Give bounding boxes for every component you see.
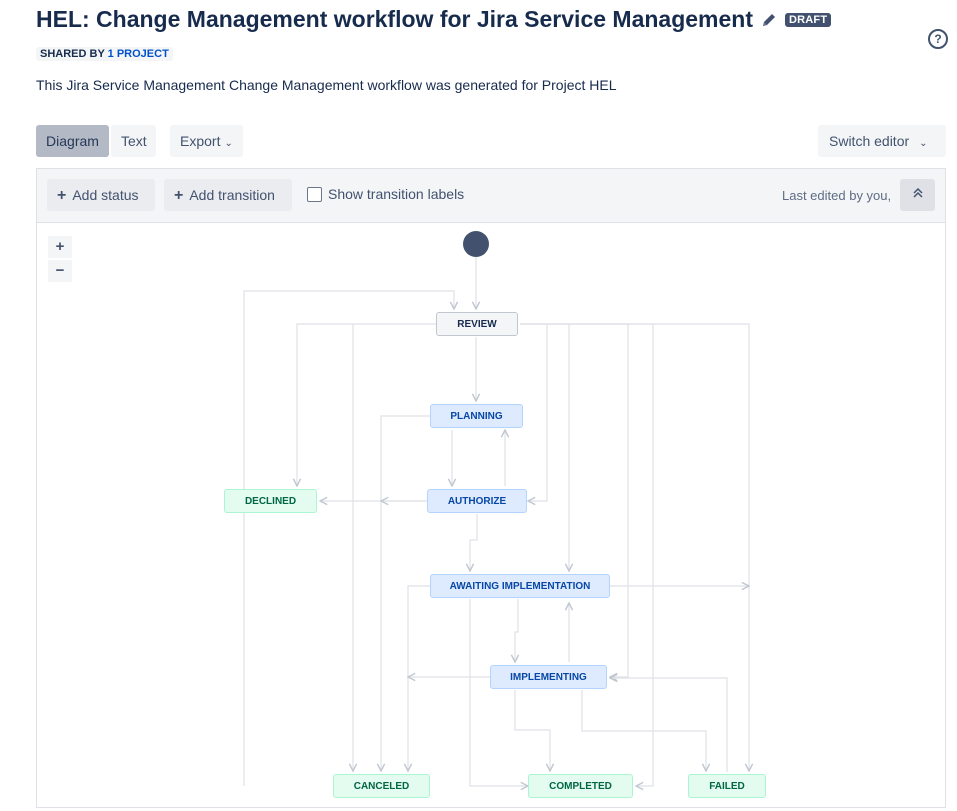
add-status-button[interactable]: + Add status [47, 179, 155, 211]
switch-editor-label: Switch editor [829, 133, 910, 149]
export-label: Export [180, 133, 221, 149]
show-labels-label[interactable]: Show transition labels [328, 186, 465, 202]
chevron-down-icon: ⌄ [224, 138, 233, 149]
export-button[interactable]: Export⌄ [170, 125, 243, 157]
workflow-title: HEL: Change Management workflow for Jira… [36, 6, 753, 32]
workflow-editor-panel: + Add status + Add transition Show transit… [36, 168, 946, 808]
status-implementing[interactable]: IMPLEMENTING [490, 665, 607, 689]
workflow-description: This Jira Service Management Change Mana… [36, 77, 617, 93]
tab-text[interactable]: Text [111, 125, 156, 157]
switch-editor-button[interactable]: Switch editor ⌄ [818, 125, 946, 157]
add-status-label: Add status [72, 187, 139, 203]
status-canceled[interactable]: CANCELED [333, 774, 430, 798]
collapse-toolbar-button[interactable] [900, 179, 935, 211]
show-labels-checkbox[interactable] [307, 187, 322, 202]
start-node-icon [463, 231, 489, 257]
tab-diagram[interactable]: Diagram [36, 125, 109, 157]
status-review[interactable]: REVIEW [436, 312, 518, 336]
editor-toolbar: + Add status + Add transition Show transit… [37, 169, 945, 223]
plus-icon: + [57, 187, 67, 204]
shared-project-link[interactable]: 1 PROJECT [107, 48, 169, 60]
status-completed[interactable]: COMPLETED [528, 774, 633, 798]
chevrons-up-icon [912, 187, 923, 202]
status-planning[interactable]: PLANNING [430, 404, 523, 428]
chevron-down-icon: ⌄ [919, 138, 928, 149]
zoom-out-button[interactable]: − [48, 260, 72, 282]
add-transition-button[interactable]: + Add transition [164, 179, 292, 211]
status-authorize[interactable]: AUTHORIZE [427, 489, 527, 513]
status-awaiting-implementation[interactable]: AWAITING IMPLEMENTATION [430, 574, 610, 598]
draft-badge: DRAFT [785, 12, 832, 27]
plus-icon: + [174, 187, 184, 204]
shared-by-label: SHARED BY 1 PROJECT [36, 47, 173, 61]
shared-prefix: SHARED BY [40, 48, 105, 60]
transition-lines [243, 257, 749, 786]
last-edited-text: Last edited by you, [782, 188, 892, 203]
title-row: HEL: Change Management workflow for Jira… [36, 6, 832, 33]
zoom-in-button[interactable]: + [48, 236, 72, 258]
help-icon[interactable]: ? [928, 29, 948, 49]
edit-pencil-icon[interactable] [761, 12, 777, 28]
status-declined[interactable]: DECLINED [224, 489, 317, 513]
status-failed[interactable]: FAILED [688, 774, 766, 798]
add-transition-label: Add transition [189, 187, 275, 203]
